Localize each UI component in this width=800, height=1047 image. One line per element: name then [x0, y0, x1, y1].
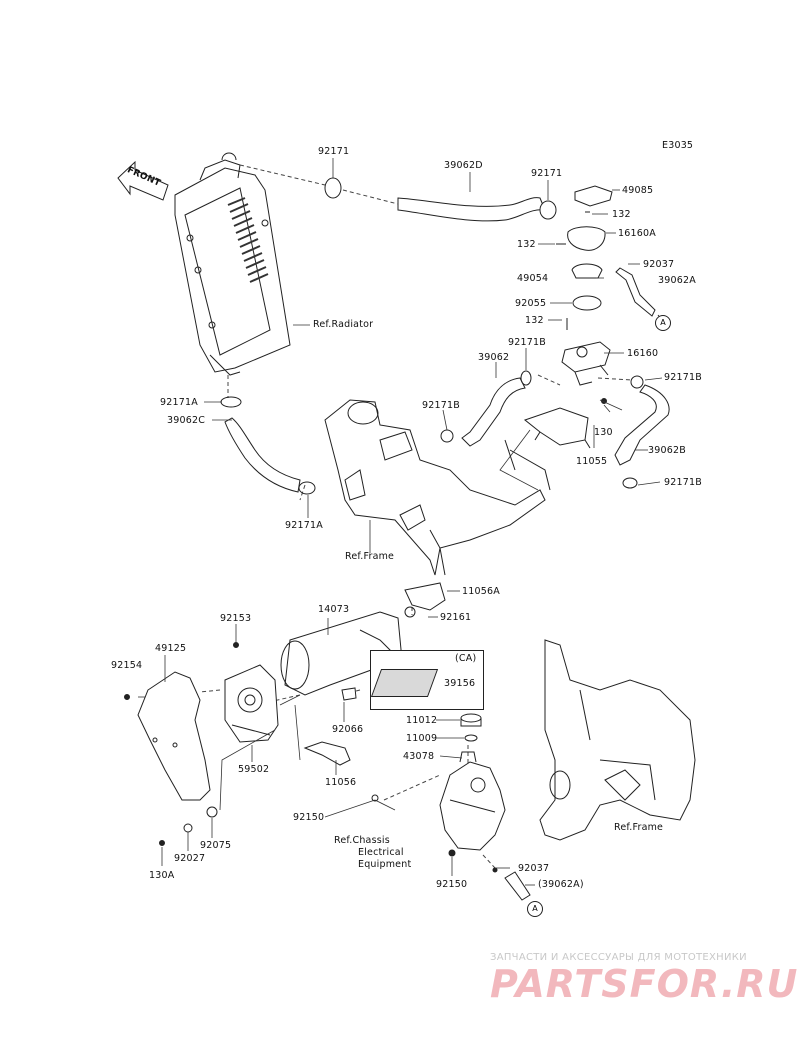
watermark-logo: PARTSFOR.RU	[490, 962, 799, 1006]
ca-box: (CA) 39156	[370, 650, 484, 710]
reservoir-tank-43078	[439, 751, 506, 851]
part-92066[interactable]: 92066	[332, 724, 364, 735]
part-92153[interactable]: 92153	[220, 613, 252, 624]
frame-upper	[324, 399, 551, 576]
hose-39062C	[220, 396, 316, 495]
spring-92066	[341, 687, 357, 701]
watermark-tagline: ЗАПЧАСТИ И АКСЕССУАРЫ ДЛЯ МОТОТЕХНИКИ	[490, 952, 747, 963]
part-92171-b[interactable]: 92171	[531, 168, 563, 179]
front-arrow-icon	[117, 160, 169, 201]
part-39062B[interactable]: 39062B	[648, 445, 686, 456]
part-39062D[interactable]: 39062D	[444, 160, 483, 171]
part-92171A-a[interactable]: 92171A	[160, 397, 198, 408]
marker-a-upper: A	[655, 315, 671, 331]
bracket-11055	[523, 407, 591, 449]
part-130A[interactable]: 130A	[149, 870, 175, 881]
part-92154[interactable]: 92154	[111, 660, 143, 671]
part-16160[interactable]: 16160	[627, 348, 659, 359]
hose-39062B	[614, 375, 670, 489]
diagram-code: E3035	[662, 140, 694, 151]
part-49054[interactable]: 49054	[517, 273, 549, 284]
frame-lower	[539, 639, 696, 841]
fasteners	[124, 398, 607, 873]
part-92171A-b[interactable]: 92171A	[285, 520, 323, 531]
part-11055[interactable]: 11055	[576, 456, 608, 467]
part-92150-a[interactable]: 92150	[293, 812, 325, 823]
part-92171B-d[interactable]: 92171B	[664, 477, 702, 488]
part-11009[interactable]: 11009	[406, 733, 438, 744]
part-132-b[interactable]: 132	[517, 239, 536, 250]
part-59502[interactable]: 59502	[238, 764, 270, 775]
part-16160A[interactable]: 16160A	[618, 228, 656, 239]
part-11012[interactable]: 11012	[406, 715, 438, 726]
part-39062A[interactable]: 39062A	[658, 275, 696, 286]
bracket-11056	[303, 741, 351, 766]
part-11056[interactable]: 11056	[325, 777, 357, 788]
hose-39062D	[324, 177, 557, 222]
ca-label: (CA)	[455, 653, 477, 664]
marker-a-lower: A	[527, 901, 543, 917]
part-39062[interactable]: 39062	[478, 352, 510, 363]
part-132-c[interactable]: 132	[525, 315, 544, 326]
part-92075[interactable]: 92075	[200, 840, 232, 851]
part-39062C[interactable]: 39062C	[167, 415, 206, 426]
cover-49125	[137, 671, 211, 801]
radiator-drawing	[174, 152, 291, 376]
ref-frame-upper: Ref.Frame	[345, 551, 395, 562]
ref-chassis-line2: Electrical	[358, 847, 404, 858]
part-130[interactable]: 130	[594, 427, 613, 438]
part-92055[interactable]: 92055	[515, 298, 547, 309]
thermostat-housing	[556, 185, 613, 386]
part-11056A[interactable]: 11056A	[462, 586, 500, 597]
part-92171B-c[interactable]: 92171B	[422, 400, 460, 411]
part-92037-a[interactable]: 92037	[643, 259, 675, 270]
part-92171B-a[interactable]: 92171B	[508, 337, 546, 348]
part-39156[interactable]: 39156	[444, 678, 476, 689]
label-sticker-icon	[370, 669, 439, 697]
water-pump-59502	[224, 664, 279, 743]
part-92027[interactable]: 92027	[174, 853, 206, 864]
part-49085[interactable]: 49085	[622, 185, 654, 196]
part-14073[interactable]: 14073	[318, 604, 350, 615]
part-92171B-b[interactable]: 92171B	[664, 372, 702, 383]
part-92037-b[interactable]: 92037	[518, 863, 550, 874]
part-43078[interactable]: 43078	[403, 751, 435, 762]
ref-radiator: Ref.Radiator	[313, 319, 374, 330]
part-49125[interactable]: 49125	[155, 643, 187, 654]
cap-11012	[460, 713, 482, 742]
part-132-a[interactable]: 132	[612, 209, 631, 220]
part-92150-b[interactable]: 92150	[436, 879, 468, 890]
part-92171-top[interactable]: 92171	[318, 146, 350, 157]
ref-chassis-line3: Equipment	[358, 859, 412, 870]
ref-frame-lower: Ref.Frame	[614, 822, 664, 833]
part-92161[interactable]: 92161	[440, 612, 472, 623]
bracket-11056A	[404, 582, 446, 618]
hose-39062A	[615, 267, 663, 321]
part-39062A-ref[interactable]: (39062A)	[538, 879, 584, 890]
ref-chassis-line1: Ref.Chassis	[334, 835, 390, 846]
hose-to-a	[504, 871, 531, 901]
